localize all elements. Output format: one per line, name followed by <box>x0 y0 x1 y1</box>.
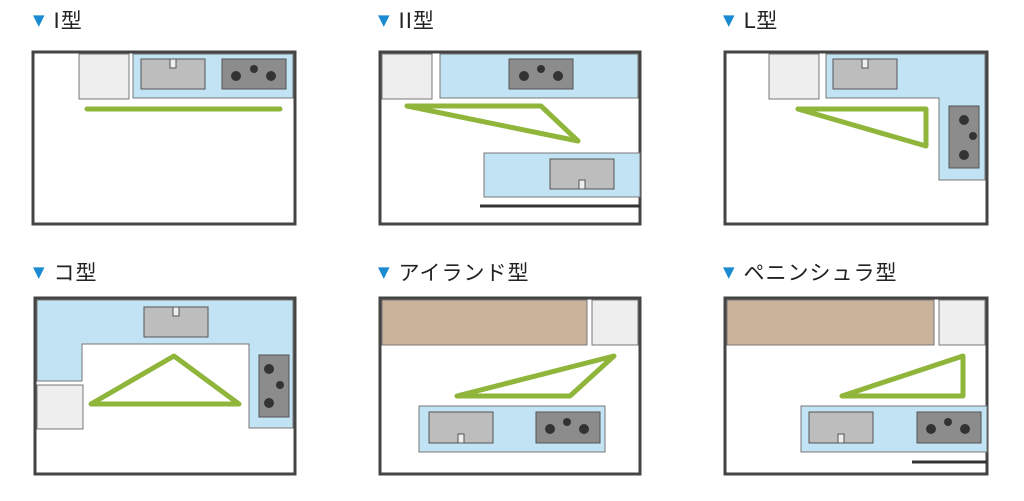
counter <box>36 299 294 429</box>
faucet-icon <box>861 58 869 69</box>
layout-title-text: アイランド型 <box>398 261 530 285</box>
burner-icon <box>264 364 274 374</box>
faucet-icon <box>837 433 845 444</box>
burner-icon <box>266 71 276 81</box>
stove <box>258 354 290 418</box>
triangle-down-icon: ▼ <box>378 11 391 29</box>
burner-icon <box>553 71 563 81</box>
burner-icon <box>250 65 258 73</box>
i-type-floor-plan <box>31 50 297 226</box>
layout-island-type: ▼ アイランド型 <box>378 252 678 492</box>
l-type-floor-plan <box>723 50 989 226</box>
burner-icon <box>959 115 969 125</box>
layout-title: ▼ アイランド型 <box>378 252 530 292</box>
refrigerator <box>78 53 130 100</box>
work-triangle <box>88 353 242 407</box>
refrigerator <box>768 53 820 100</box>
layout-title-text: L型 <box>743 9 779 33</box>
burner-icon <box>537 65 545 73</box>
burner-icon <box>959 150 969 160</box>
cabinet <box>726 299 935 346</box>
work-triangle <box>839 353 966 399</box>
layout-peninsula-type: ▼ ペニンシュラ型 <box>723 252 1023 492</box>
layout-title: ▼ コ型 <box>33 252 98 292</box>
burner-icon <box>579 424 589 434</box>
layout-l-type: ▼ L型 <box>723 0 1023 240</box>
burner-icon <box>969 132 977 140</box>
refrigerator <box>381 53 433 100</box>
work-triangle <box>795 106 929 149</box>
ii-type-floor-plan <box>378 50 642 226</box>
burner-icon <box>926 424 936 434</box>
work-triangle <box>454 353 617 399</box>
burner-icon <box>960 424 970 434</box>
triangle-down-icon: ▼ <box>33 263 46 281</box>
burner-icon <box>545 424 555 434</box>
burner-icon <box>231 71 241 81</box>
layout-title: ▼ ペニンシュラ型 <box>723 252 898 292</box>
triangle-down-icon: ▼ <box>723 263 736 281</box>
refrigerator <box>36 384 84 430</box>
triangle-down-icon: ▼ <box>33 11 46 29</box>
layout-title: ▼ ⅠⅠ型 <box>378 0 435 40</box>
peninsula-type-floor-plan <box>723 296 989 476</box>
island-type-floor-plan <box>378 296 642 476</box>
faucet-icon <box>578 179 586 190</box>
faucet-icon <box>172 306 180 317</box>
burner-icon <box>276 381 284 389</box>
burner-icon <box>519 71 529 81</box>
burner-icon <box>264 398 274 408</box>
faucet-icon <box>169 58 177 69</box>
layout-u-type: ▼ コ型 <box>33 252 333 492</box>
refrigerator <box>938 299 986 346</box>
layout-ii-type: ▼ ⅠⅠ型 <box>378 0 678 240</box>
faucet-icon <box>457 433 465 444</box>
burner-icon <box>944 418 952 426</box>
cabinet <box>381 299 588 346</box>
layout-title-text: Ⅰ型 <box>53 9 83 33</box>
layout-title: ▼ Ⅰ型 <box>33 0 83 40</box>
layout-title-text: ペニンシュラ型 <box>743 261 898 285</box>
triangle-down-icon: ▼ <box>723 11 736 29</box>
triangle-down-icon: ▼ <box>378 263 391 281</box>
u-type-floor-plan <box>33 296 297 476</box>
layout-title-text: コ型 <box>53 261 98 285</box>
layout-i-type: ▼ Ⅰ型 <box>31 0 333 240</box>
layout-title-text: ⅠⅠ型 <box>398 9 435 33</box>
work-triangle <box>404 103 581 144</box>
layout-title: ▼ L型 <box>723 0 778 40</box>
stove <box>508 58 574 90</box>
burner-icon <box>563 418 571 426</box>
refrigerator <box>591 299 639 346</box>
